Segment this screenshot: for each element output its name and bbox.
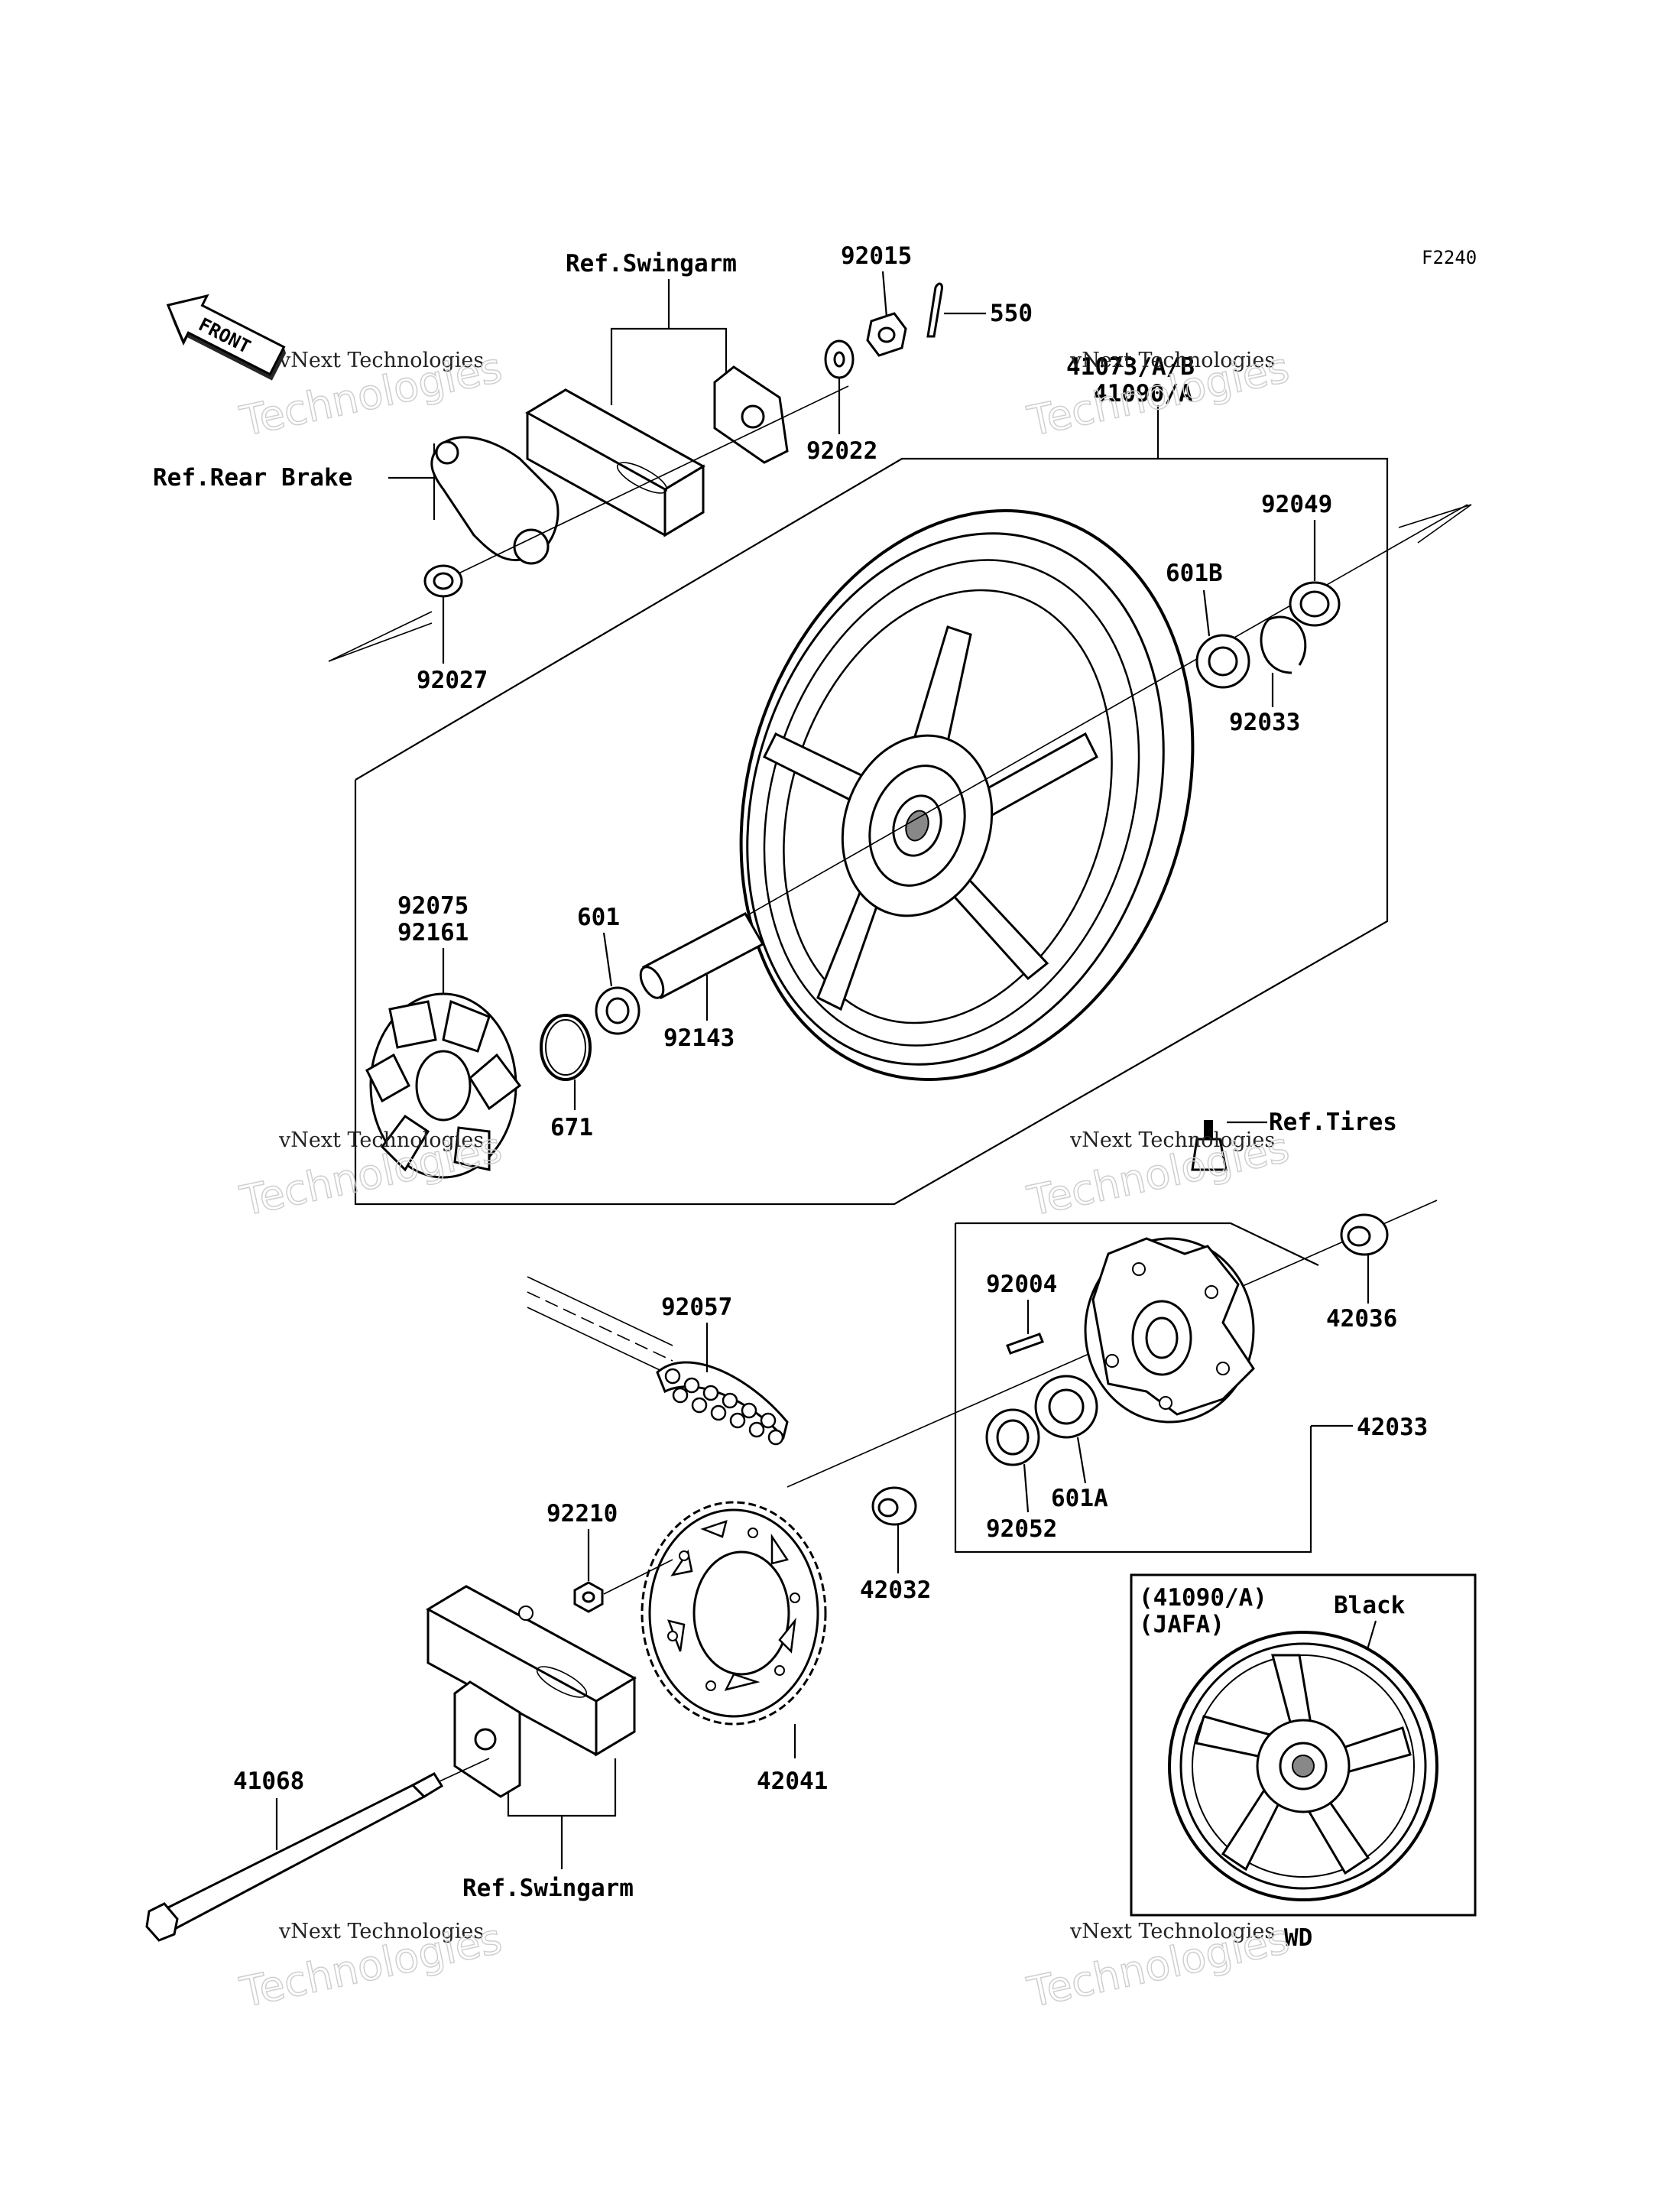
label-92004: 92004	[986, 1271, 1057, 1298]
svg-text:vNext Technologies: vNext Technologies	[278, 1920, 484, 1943]
collar-42036	[1340, 1213, 1389, 1256]
label-550: 550	[990, 300, 1033, 327]
svg-text:vNext Technologies: vNext Technologies	[1069, 349, 1275, 372]
label-42041: 42041	[757, 1768, 828, 1795]
label-92049: 92049	[1261, 491, 1332, 518]
svg-text:vNext Technologies: vNext Technologies	[1069, 1128, 1275, 1152]
label-42032: 42032	[860, 1576, 931, 1604]
label-92143: 92143	[663, 1024, 735, 1052]
nut-92210	[573, 1581, 604, 1613]
label-601a: 601A	[1051, 1485, 1108, 1512]
inset-color: Black	[1334, 1592, 1406, 1619]
bearing-601	[595, 986, 641, 1035]
spacer-92143	[639, 911, 765, 1000]
label-92022: 92022	[806, 437, 877, 465]
drive-chain-92057	[527, 1276, 789, 1446]
inset-suffix: WD	[1284, 1924, 1312, 1952]
label-ref-tires: Ref.Tires	[1269, 1109, 1397, 1136]
label-92057: 92057	[661, 1294, 732, 1321]
collar-42032	[871, 1486, 917, 1526]
wheel-assembly-bracket	[354, 457, 1389, 1206]
castle-nut-92015	[866, 312, 907, 357]
label-41090: 41090/A	[1093, 380, 1193, 407]
bearing-601b	[1195, 634, 1250, 689]
watermark-4: vNext Technologies Technologies	[1023, 1122, 1294, 1226]
label-ref-rear-brake: Ref.Rear Brake	[153, 464, 352, 492]
label-671: 671	[550, 1114, 593, 1141]
label-92210: 92210	[546, 1500, 618, 1528]
label-41068: 41068	[233, 1768, 304, 1795]
svg-text:vNext Technologies: vNext Technologies	[278, 1128, 484, 1152]
label-601b: 601B	[1166, 560, 1223, 587]
oil-seal-92049	[1289, 581, 1341, 627]
rear-axle-41068	[145, 1772, 444, 1942]
bearing-601a	[1034, 1375, 1098, 1439]
watermark-3: vNext Technologies Technologies	[235, 1122, 507, 1226]
tire-valve	[1191, 1120, 1228, 1171]
label-41073: 41073/A/B	[1066, 353, 1195, 381]
rear-wheel-41073	[739, 509, 1195, 1081]
collar-92027	[423, 564, 463, 598]
chain-adjuster-top	[713, 365, 789, 464]
o-ring-671	[540, 1014, 592, 1081]
label-42036: 42036	[1326, 1305, 1397, 1333]
label-92027: 92027	[417, 667, 488, 694]
diagram-code: F2240	[1422, 247, 1477, 268]
inset-code: (41090/A)	[1139, 1584, 1267, 1612]
inset-sub: (JAFA)	[1139, 1611, 1224, 1638]
leader-swingarm-top	[610, 327, 728, 405]
wheel-damper-92075	[365, 992, 522, 1179]
chain-adjuster-bottom	[453, 1680, 521, 1798]
watermark-5: vNext Technologies Technologies	[235, 1914, 507, 2017]
brake-panel-bracket	[430, 436, 559, 565]
label-92052: 92052	[986, 1515, 1057, 1543]
swingarm-end-bottom	[425, 1585, 637, 1757]
watermark-6: vNext Technologies Technologies	[1023, 1914, 1294, 2017]
label-601: 601	[577, 904, 620, 931]
swingarm-end-top	[525, 388, 705, 537]
front-arrow-icon: FRONT	[166, 294, 287, 381]
label-ref-swingarm-top: Ref.Swingarm	[566, 250, 737, 278]
oil-seal-92052	[985, 1408, 1040, 1466]
label-92033: 92033	[1229, 709, 1300, 736]
coupling-bracket	[954, 1223, 1312, 1554]
stud-92004	[1006, 1333, 1044, 1355]
label-ref-swingarm-bottom: Ref.Swingarm	[462, 1875, 634, 1902]
label-42033: 42033	[1357, 1414, 1428, 1441]
label-92161: 92161	[397, 919, 469, 946]
label-92075: 92075	[397, 892, 469, 920]
svg-text:vNext Technologies: vNext Technologies	[1069, 1920, 1275, 1943]
sprocket-coupling-42033	[1084, 1237, 1255, 1424]
svg-text:vNext Technologies: vNext Technologies	[278, 349, 484, 372]
circlip-92033	[1260, 615, 1307, 674]
rear-sprocket-42041	[641, 1501, 827, 1726]
wheel-variant-41090a	[1168, 1631, 1438, 1901]
cotter-pin-550	[926, 282, 943, 338]
washer-92022	[824, 339, 855, 379]
label-92015: 92015	[841, 242, 912, 270]
